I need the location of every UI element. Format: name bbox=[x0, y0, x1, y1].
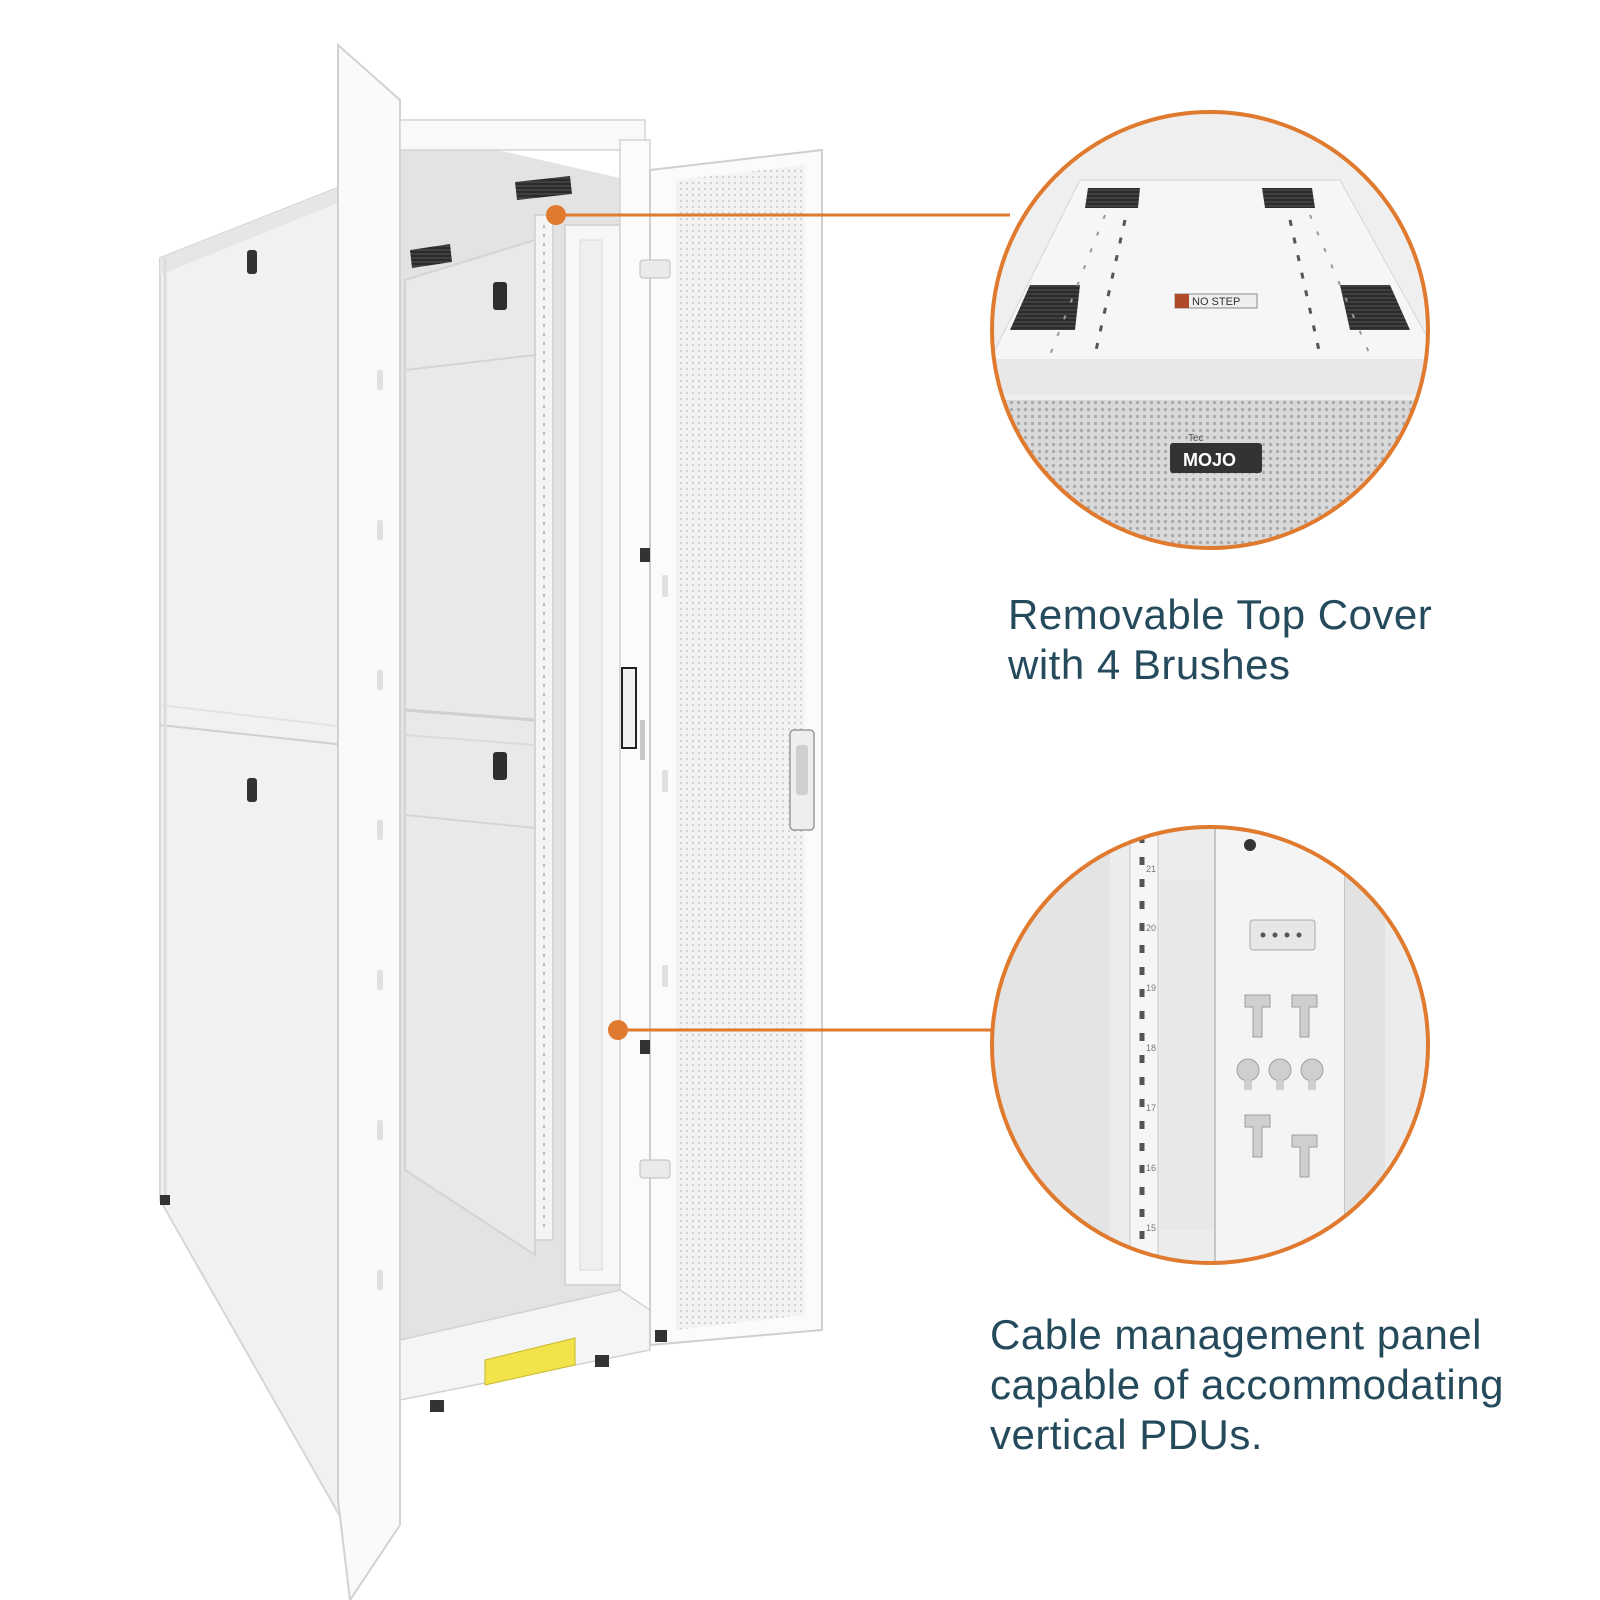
front-frame bbox=[399, 119, 651, 1401]
rail-unit-numbers: 21 20 19 18 17 16 15 bbox=[1146, 864, 1156, 1233]
callout-dot-top bbox=[546, 205, 566, 225]
front-frame-door bbox=[337, 42, 401, 1600]
top-cover-closeup-icon: NO STEP Tec MOJO bbox=[990, 110, 1430, 550]
caption-line: capable of accommodating bbox=[990, 1361, 1504, 1408]
rail-number: 19 bbox=[1146, 983, 1156, 993]
mounting-rails bbox=[534, 214, 621, 1286]
callout-leader-bottom bbox=[608, 1020, 992, 1040]
rail-number: 21 bbox=[1146, 864, 1156, 874]
brand-prefix: Tec bbox=[1188, 433, 1204, 444]
no-step-label: NO STEP bbox=[1192, 296, 1240, 308]
perforated-rear-door bbox=[639, 148, 823, 1347]
leveling-feet bbox=[430, 1330, 667, 1412]
rail-number: 18 bbox=[1146, 1043, 1156, 1053]
brand-logo: MOJO bbox=[1183, 450, 1236, 470]
server-rack-cabinet bbox=[159, 42, 823, 1600]
rail-number: 17 bbox=[1146, 1103, 1156, 1113]
caption-line: Cable management panel bbox=[990, 1311, 1482, 1358]
brush-icon bbox=[1085, 188, 1140, 208]
caption-line: Removable Top Cover bbox=[1008, 591, 1433, 638]
cable-panel-closeup-icon: 21 20 19 18 17 16 15 bbox=[990, 825, 1430, 1265]
rail-number: 20 bbox=[1146, 923, 1156, 933]
caption-line: with 4 Brushes bbox=[1008, 641, 1291, 688]
callout-leader-top bbox=[546, 205, 1010, 225]
callout-dot-bottom bbox=[608, 1020, 628, 1040]
rail-number: 16 bbox=[1146, 1163, 1156, 1173]
rail-number: 15 bbox=[1146, 1223, 1156, 1233]
caption-line: vertical PDUs. bbox=[990, 1411, 1264, 1458]
side-panel bbox=[159, 183, 346, 1529]
caption-cable-panel: Cable management panel capable of accomm… bbox=[990, 1310, 1504, 1460]
caption-top-cover: Removable Top Cover with 4 Brushes bbox=[1008, 590, 1432, 690]
